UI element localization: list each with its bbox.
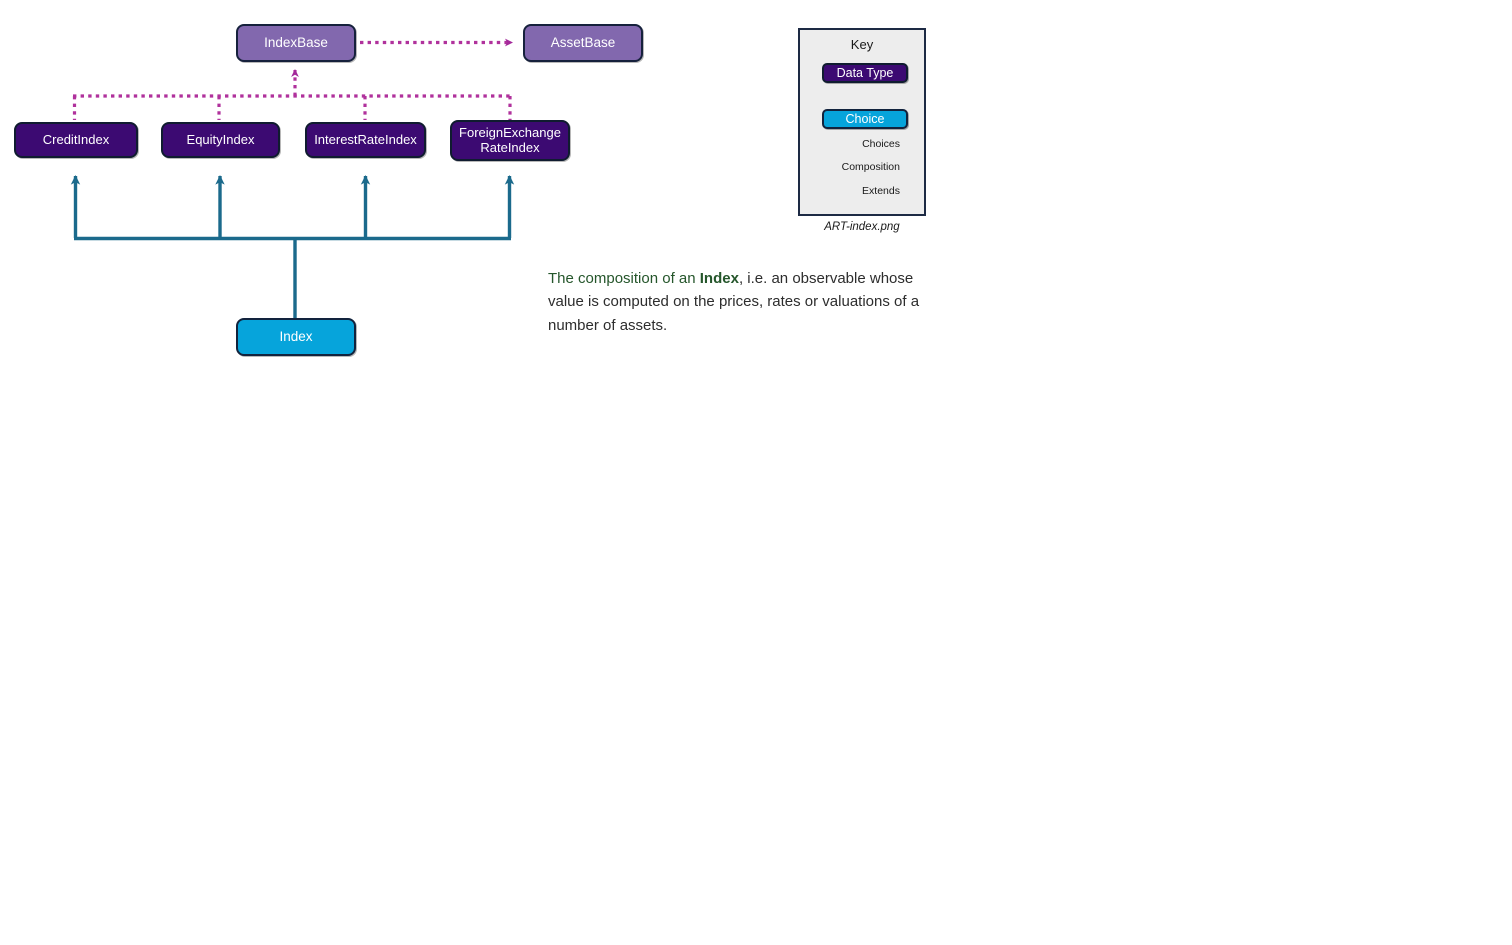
- edge-extends-tree: [72, 69, 512, 120]
- node-indexbase-label: IndexBase: [264, 35, 328, 51]
- node-creditindex-label: CreditIndex: [42, 131, 110, 147]
- node-assetbase[interactable]: AssetBase: [523, 24, 643, 62]
- node-assetbase-label: AssetBase: [550, 35, 616, 51]
- key-title: Key: [850, 37, 874, 52]
- key-chip-choice-label: Choice: [845, 112, 885, 126]
- key-label-choices: Choices: [862, 138, 900, 150]
- node-interestrateindex[interactable]: InterestRateIndex: [305, 122, 426, 158]
- key-chip-data-type-label: Data Type: [836, 66, 894, 80]
- node-foreignexchangerateindex[interactable]: ForeignExchange RateIndex: [450, 120, 570, 161]
- key-label-extends: Extends: [862, 185, 900, 197]
- node-equityindex[interactable]: EquityIndex: [161, 122, 280, 158]
- edge-choices-tree: [70, 174, 515, 318]
- node-index-label: Index: [279, 329, 313, 345]
- key-legend: Key Data Type Choice Choices Composition…: [798, 28, 926, 216]
- node-indexbase[interactable]: IndexBase: [236, 24, 356, 62]
- key-chip-choice: Choice: [822, 109, 908, 129]
- description-brand: Index: [699, 270, 739, 287]
- key-caption: ART-index.png: [824, 221, 900, 233]
- description-rest: , i.e. an observable whose value is comp…: [548, 270, 920, 334]
- node-index[interactable]: Index: [236, 318, 356, 356]
- description-lead: The composition of an: [548, 270, 700, 287]
- node-equityindex-label: EquityIndex: [186, 131, 255, 147]
- key-chip-data-type: Data Type: [822, 63, 908, 83]
- key-label-composition: Composition: [841, 161, 900, 173]
- node-creditindex[interactable]: CreditIndex: [14, 122, 138, 158]
- node-foreignexchangerateindex-label: ForeignExchange RateIndex: [459, 124, 561, 155]
- diagram-description: The composition of an Index, i.e. an obs…: [548, 267, 933, 337]
- node-interestrateindex-label: InterestRateIndex: [314, 131, 417, 147]
